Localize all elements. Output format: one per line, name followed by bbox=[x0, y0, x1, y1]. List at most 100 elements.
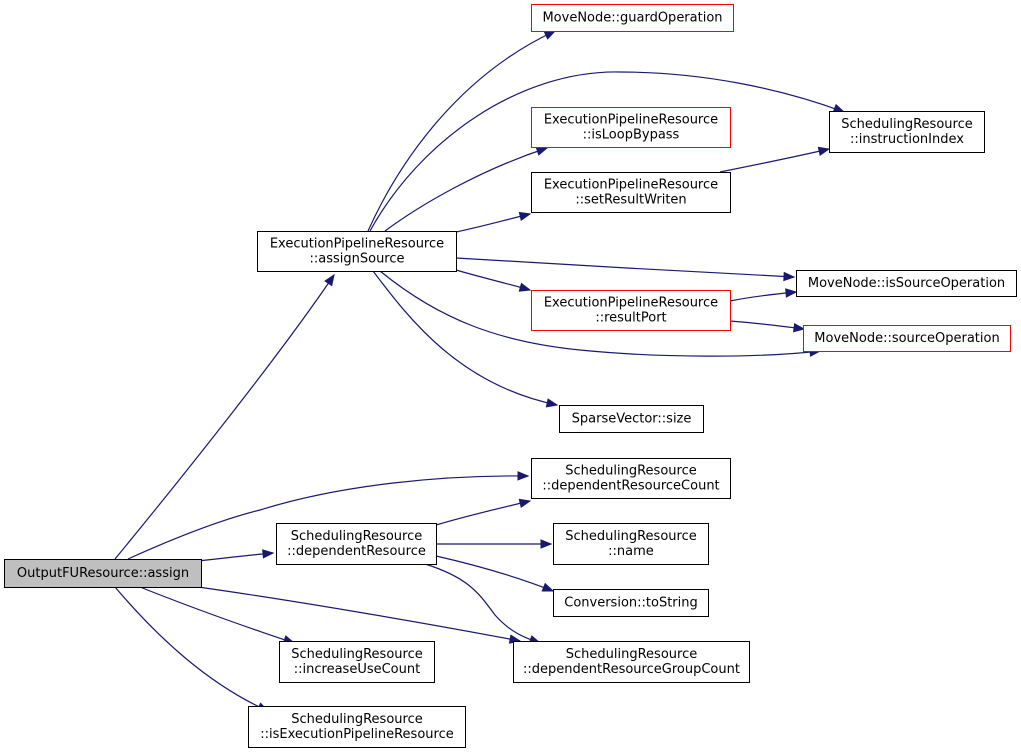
node-depResGroupCount[interactable]: SchedulingResource::dependentResourceGro… bbox=[513, 641, 750, 683]
edge-line bbox=[379, 270, 821, 357]
node-isLoopBypass[interactable]: ExecutionPipelineResource::isLoopBypass bbox=[531, 107, 731, 148]
node-guardOperation[interactable]: MoveNode::guardOperation bbox=[531, 4, 734, 32]
node-toString[interactable]: Conversion::toString bbox=[553, 589, 709, 617]
edge-eprAssignSource-to-resultPort bbox=[455, 269, 532, 292]
node-box[interactable] bbox=[829, 111, 985, 153]
arrow-head-icon bbox=[262, 549, 275, 559]
node-sourceOperation[interactable]: MoveNode::sourceOperation bbox=[803, 325, 1011, 352]
node-resultPort[interactable]: ExecutionPipelineResource::resultPort bbox=[531, 290, 731, 331]
edges-layer bbox=[114, 30, 846, 712]
node-eprAssignSource[interactable]: ExecutionPipelineResource::assignSource bbox=[257, 231, 457, 272]
node-svSize[interactable]: SparseVector::size bbox=[559, 405, 704, 433]
edge-assign-to-eprAssignSource bbox=[114, 273, 335, 560]
arrow-head-icon bbox=[518, 498, 532, 509]
node-label-line: OutputFUResource::assign bbox=[17, 566, 189, 581]
arrow-head-icon bbox=[324, 273, 335, 287]
node-box[interactable] bbox=[279, 641, 435, 683]
edge-line bbox=[435, 500, 531, 526]
edge-assign-to-increaseUseCount bbox=[139, 586, 296, 645]
node-instructionIndex[interactable]: SchedulingResource::instructionIndex bbox=[829, 111, 985, 153]
edge-depResource-to-srName bbox=[436, 539, 553, 549]
edge-eprAssignSource-to-svSize bbox=[372, 270, 559, 408]
node-label-line: ::name bbox=[608, 544, 654, 559]
edge-eprAssignSource-to-isSourceOperation bbox=[455, 257, 796, 282]
node-box[interactable] bbox=[803, 325, 1011, 352]
edge-line bbox=[719, 148, 830, 173]
edge-line bbox=[369, 71, 845, 232]
edge-line bbox=[455, 257, 795, 278]
node-label-line: SchedulingResource bbox=[291, 529, 422, 544]
node-isEPR[interactable]: SchedulingResource::isExecutionPipelineR… bbox=[248, 706, 466, 748]
node-box[interactable] bbox=[559, 405, 704, 433]
edge-line bbox=[367, 30, 556, 232]
node-box[interactable] bbox=[248, 706, 466, 748]
node-depResCount[interactable]: SchedulingResource::dependentResourceCou… bbox=[531, 458, 731, 499]
arrow-head-icon bbox=[792, 322, 806, 333]
node-box[interactable] bbox=[257, 231, 457, 272]
node-box[interactable] bbox=[531, 290, 731, 331]
node-box[interactable] bbox=[531, 107, 731, 148]
edge-line bbox=[455, 269, 531, 291]
node-label-line: ::dependentResource bbox=[287, 544, 426, 559]
node-box[interactable] bbox=[531, 4, 734, 32]
node-label-line: SchedulingResource bbox=[565, 529, 696, 544]
edge-assign-to-depResGroupCount bbox=[197, 586, 522, 644]
edge-line bbox=[384, 147, 548, 232]
edge-depResource-to-toString bbox=[435, 555, 555, 592]
node-label-line: MoveNode::sourceOperation bbox=[814, 331, 999, 346]
node-label-line: MoveNode::guardOperation bbox=[542, 11, 722, 26]
node-setResultWriten[interactable]: ExecutionPipelineResource::setResultWrit… bbox=[531, 172, 731, 213]
node-label-line: ::isExecutionPipelineResource bbox=[260, 727, 453, 742]
arrow-head-icon bbox=[540, 539, 553, 549]
node-label-line: SparseVector::size bbox=[572, 412, 692, 427]
edge-line bbox=[114, 274, 335, 560]
node-label-line: ::assignSource bbox=[309, 252, 404, 267]
edge-depResource-to-depResGroupCount bbox=[424, 563, 542, 645]
node-box[interactable] bbox=[4, 559, 202, 588]
edge-assign-to-depResCount bbox=[127, 471, 530, 560]
edge-line bbox=[127, 475, 529, 560]
arrow-head-icon bbox=[785, 288, 798, 298]
edge-line bbox=[435, 555, 554, 592]
node-isSourceOperation[interactable]: MoveNode::isSourceOperation bbox=[796, 270, 1017, 297]
node-label-line: ::setResultWriten bbox=[575, 193, 686, 208]
node-box[interactable] bbox=[796, 270, 1017, 297]
edge-line bbox=[197, 586, 521, 642]
node-label-line: ExecutionPipelineResource bbox=[544, 178, 718, 193]
node-label-line: ::increaseUseCount bbox=[294, 662, 420, 677]
edge-line bbox=[424, 563, 541, 644]
edge-assign-to-depResource bbox=[197, 549, 275, 562]
node-srName[interactable]: SchedulingResource::name bbox=[553, 523, 709, 565]
edge-setResultWriten-to-instructionIndex bbox=[719, 146, 831, 173]
edge-line bbox=[197, 552, 274, 562]
node-label-line: SchedulingResource bbox=[565, 464, 696, 479]
arrow-head-icon bbox=[517, 471, 530, 481]
edge-line bbox=[114, 586, 269, 712]
node-box[interactable] bbox=[553, 589, 709, 617]
node-assign[interactable]: OutputFUResource::assign bbox=[4, 559, 202, 588]
edge-depResource-to-depResCount bbox=[435, 498, 532, 526]
node-label-line: ::resultPort bbox=[595, 311, 666, 326]
edge-line bbox=[139, 586, 295, 644]
node-label-line: MoveNode::isSourceOperation bbox=[808, 276, 1005, 291]
arrow-head-icon bbox=[541, 582, 555, 592]
nodes-layer: OutputFUResource::assign ExecutionPipelin… bbox=[4, 4, 1017, 748]
arrow-head-icon bbox=[543, 30, 557, 40]
edge-line bbox=[372, 270, 558, 406]
node-label-line: ExecutionPipelineResource bbox=[544, 113, 718, 128]
node-label-line: ::isLoopBypass bbox=[583, 128, 680, 143]
edge-eprAssignSource-to-setResultWriten bbox=[455, 211, 532, 233]
node-increaseUseCount[interactable]: SchedulingResource::increaseUseCount bbox=[279, 641, 435, 683]
node-box[interactable] bbox=[531, 458, 731, 499]
node-box[interactable] bbox=[553, 523, 709, 565]
node-label-line: ExecutionPipelineResource bbox=[270, 237, 444, 252]
node-box[interactable] bbox=[276, 523, 437, 565]
arrow-head-icon bbox=[817, 146, 831, 156]
node-depResource[interactable]: SchedulingResource::dependentResource bbox=[276, 523, 437, 565]
node-label-line: SchedulingResource bbox=[291, 647, 422, 662]
node-box[interactable] bbox=[513, 641, 750, 683]
edge-eprAssignSource-to-guardOperation bbox=[367, 30, 557, 232]
node-box[interactable] bbox=[531, 172, 731, 213]
node-label-line: ::dependentResourceGroupCount bbox=[523, 662, 740, 677]
node-label-line: SchedulingResource bbox=[291, 712, 422, 727]
